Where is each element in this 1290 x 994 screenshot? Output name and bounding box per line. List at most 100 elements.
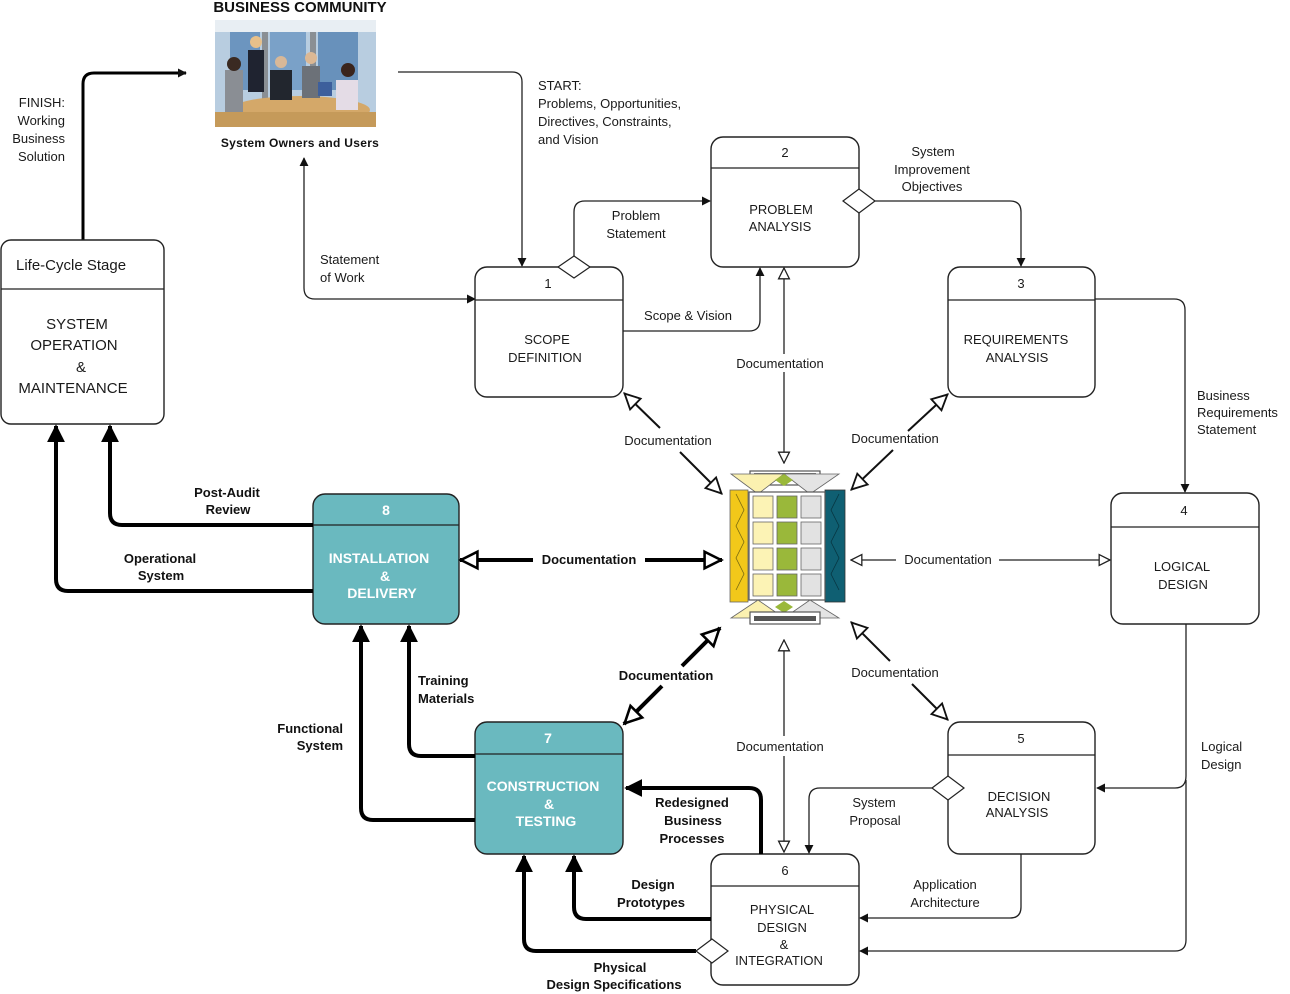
system-improvement-objectives-label: System Improvement Objectives	[894, 144, 970, 194]
phase-8-installation-delivery[interactable]: 8 INSTALLATION & DELIVERY	[312, 493, 460, 625]
training-materials-label: Training Materials	[418, 673, 474, 706]
svg-text:DESIGN: DESIGN	[757, 920, 807, 935]
phase-5-decision-analysis[interactable]: 5 DECISION ANALYSIS	[947, 721, 1096, 855]
svg-text:PHYSICAL: PHYSICAL	[750, 902, 814, 917]
phase-1-scope-definition[interactable]: 1 SCOPE DEFINITION	[474, 266, 624, 398]
system-improvement-objectives-flow	[875, 200, 1026, 267]
statement-of-work-flow	[299, 157, 476, 304]
repository-grid-cell	[752, 573, 774, 597]
documentation-label-phase-5: Documentation	[851, 665, 938, 680]
svg-text:Statement: Statement	[320, 252, 380, 267]
svg-text:MAINTENANCE: MAINTENANCE	[18, 380, 127, 397]
system-owners-users-label: System Owners and Users	[221, 136, 379, 150]
svg-text:Statement: Statement	[606, 226, 666, 241]
svg-text:Directives, Constraints,: Directives, Constraints,	[538, 114, 672, 129]
svg-text:INSTALLATION: INSTALLATION	[329, 550, 430, 566]
svg-text:Functional: Functional	[277, 721, 343, 736]
statement-of-work-label: Statement of Work	[320, 252, 380, 285]
repository-grid-cell	[800, 547, 822, 571]
svg-text:ANALYSIS: ANALYSIS	[986, 350, 1049, 365]
svg-text:TESTING: TESTING	[516, 813, 577, 829]
svg-text:Post-Audit: Post-Audit	[194, 485, 260, 500]
svg-text:OPERATION: OPERATION	[30, 337, 117, 354]
svg-text:Business: Business	[664, 813, 722, 828]
svg-text:&: &	[380, 568, 390, 584]
documentation-label-phase-6: Documentation	[736, 739, 823, 754]
svg-text:8: 8	[382, 502, 390, 518]
repository-grid-cell	[800, 521, 822, 545]
svg-text:7: 7	[544, 730, 552, 746]
repository-grid-cell	[776, 521, 798, 545]
svg-text:Problem: Problem	[612, 208, 660, 223]
svg-text:Processes: Processes	[659, 831, 724, 846]
svg-text:Design: Design	[1201, 757, 1241, 772]
svg-text:FINISH:: FINISH:	[19, 95, 65, 110]
business-requirements-flow	[1095, 298, 1190, 493]
svg-text:Business: Business	[1197, 388, 1250, 403]
phase-7-construction-testing[interactable]: 7 CONSTRUCTION & TESTING	[474, 721, 624, 855]
svg-text:Training: Training	[418, 673, 469, 688]
svg-text:and Vision: and Vision	[538, 132, 598, 147]
svg-text:CONSTRUCTION: CONSTRUCTION	[487, 778, 600, 794]
repository-grid-cell	[776, 495, 798, 519]
svg-text:1: 1	[544, 276, 551, 291]
operational-system-label: Operational System	[124, 551, 196, 583]
svg-text:System: System	[911, 144, 954, 159]
documentation-flow-phase-5-lower	[911, 683, 949, 721]
repository-grid-cell	[752, 547, 774, 571]
repository-grid-cell	[800, 573, 822, 597]
repository-grid-cell	[752, 521, 774, 545]
training-materials-flow	[400, 624, 475, 758]
redesigned-business-processes-label: Redesigned Business Processes	[655, 795, 729, 846]
start-label: START: Problems, Opportunities, Directiv…	[538, 78, 681, 147]
svg-text:Operational: Operational	[124, 551, 196, 566]
repository-grid-cell	[776, 573, 798, 597]
svg-text:Logical: Logical	[1201, 739, 1242, 754]
svg-text:Working: Working	[18, 113, 65, 128]
svg-text:SCOPE: SCOPE	[524, 332, 570, 347]
svg-text:&: &	[76, 359, 86, 376]
documentation-label-phase-1: Documentation	[624, 433, 711, 448]
phase-6-physical-design-integration[interactable]: 6 PHYSICAL DESIGN & INTEGRATION	[710, 853, 860, 986]
svg-text:3: 3	[1017, 276, 1024, 291]
svg-text:System: System	[852, 795, 895, 810]
physical-design-specifications-flow	[515, 854, 696, 953]
svg-text:5: 5	[1017, 731, 1024, 746]
svg-text:System: System	[138, 568, 184, 583]
svg-text:System: System	[297, 738, 343, 753]
svg-text:Redesigned: Redesigned	[655, 795, 729, 810]
post-audit-review-label: Post-Audit Review	[194, 485, 260, 517]
phase-3-requirements-analysis[interactable]: 3 REQUIREMENTS ANALYSIS	[947, 266, 1096, 398]
documentation-flow-phase-3-lower	[850, 449, 894, 491]
business-community-title: BUSINESS COMMUNITY	[213, 0, 386, 16]
svg-text:Design Specifications: Design Specifications	[546, 977, 681, 992]
documentation-label-phase-8: Documentation	[542, 552, 637, 567]
svg-text:Materials: Materials	[418, 691, 474, 706]
svg-text:Architecture: Architecture	[910, 895, 979, 910]
documentation-label-phase-2: Documentation	[736, 356, 823, 371]
svg-text:Statement: Statement	[1197, 422, 1257, 437]
application-architecture-flow	[859, 854, 1022, 923]
business-meeting-photo	[215, 20, 376, 127]
svg-text:2: 2	[781, 145, 788, 160]
svg-text:DESIGN: DESIGN	[1158, 577, 1208, 592]
logical-design-to-physical-flow	[859, 780, 1187, 956]
svg-text:INTEGRATION: INTEGRATION	[735, 953, 823, 968]
documentation-label-phase-7: Documentation	[619, 668, 714, 683]
documentation-flow-phase-5	[850, 621, 891, 662]
scope-vision-flow	[623, 267, 765, 332]
svg-text:SYSTEM: SYSTEM	[46, 316, 108, 333]
svg-text:Physical: Physical	[594, 960, 647, 975]
documentation-flow-phase-1	[623, 392, 661, 429]
svg-text:Prototypes: Prototypes	[617, 895, 685, 910]
phase-2-problem-analysis[interactable]: 2 PROBLEM ANALYSIS	[710, 136, 860, 268]
redesigned-business-processes-flow	[624, 779, 763, 854]
diamond-connector-icon	[842, 188, 876, 214]
problem-statement-flow	[573, 196, 711, 256]
operational-system-flow	[47, 424, 313, 593]
documentation-flow-phase-7	[680, 626, 722, 668]
phase-4-logical-design[interactable]: 4 LOGICAL DESIGN	[1110, 492, 1260, 625]
documentation-flow-phase-3	[907, 393, 949, 432]
post-audit-review-flow	[101, 424, 313, 527]
repository-grid-cell	[752, 495, 774, 519]
